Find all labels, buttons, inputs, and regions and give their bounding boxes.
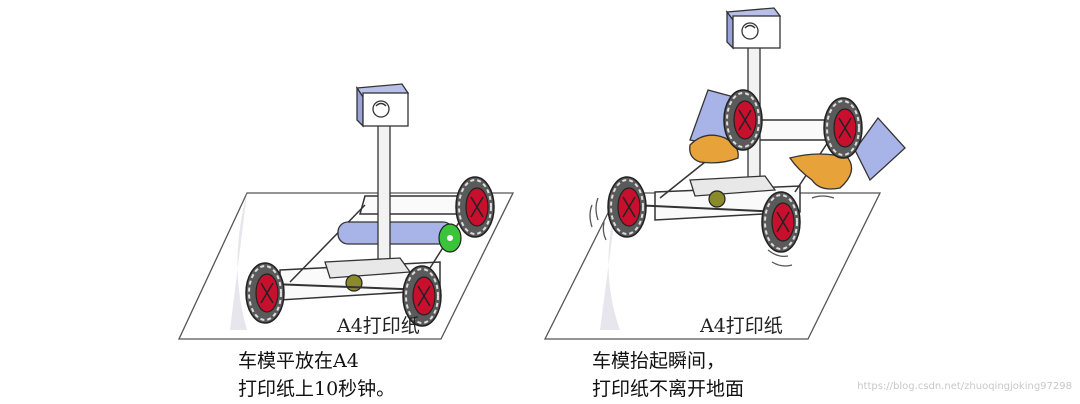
caption-line: 车模抬起瞬间， [592,350,726,372]
caption-left: 车模平放在A4 打印纸上10秒钟。 [238,347,395,403]
camera-mast [377,119,391,261]
camera-box [355,83,410,128]
left-scene [177,83,515,340]
bearing [345,274,363,292]
wheel-front-right [761,191,801,253]
right-hand [788,153,853,190]
front-block [689,175,777,197]
paper-label: A4打印纸 [700,315,783,337]
wheel-rear-right [823,97,863,159]
right-sleeve [854,116,906,182]
wheel-rear-left [723,89,763,151]
left-hand [689,134,739,164]
camera-box [725,7,782,50]
bearing [708,190,726,208]
paper-label: A4打印纸 [337,315,420,337]
wheel-front-left [607,176,647,238]
caption-right: 车模抬起瞬间， 打印纸不离开地面 [592,347,744,403]
watermark: https://blog.csdn.net/zhuoqingjoking9729… [857,381,1072,392]
rear-axle-sleeve [337,221,454,245]
motion-lines [589,195,835,267]
caption-line: 车模平放在A4 [238,350,359,372]
caption-line: 打印纸上10秒钟。 [238,378,396,400]
wheel-front-left [245,262,285,324]
right-scene [543,7,906,340]
caption-line: 打印纸不离开地面 [592,378,745,400]
wheel-rear-right [455,176,495,238]
